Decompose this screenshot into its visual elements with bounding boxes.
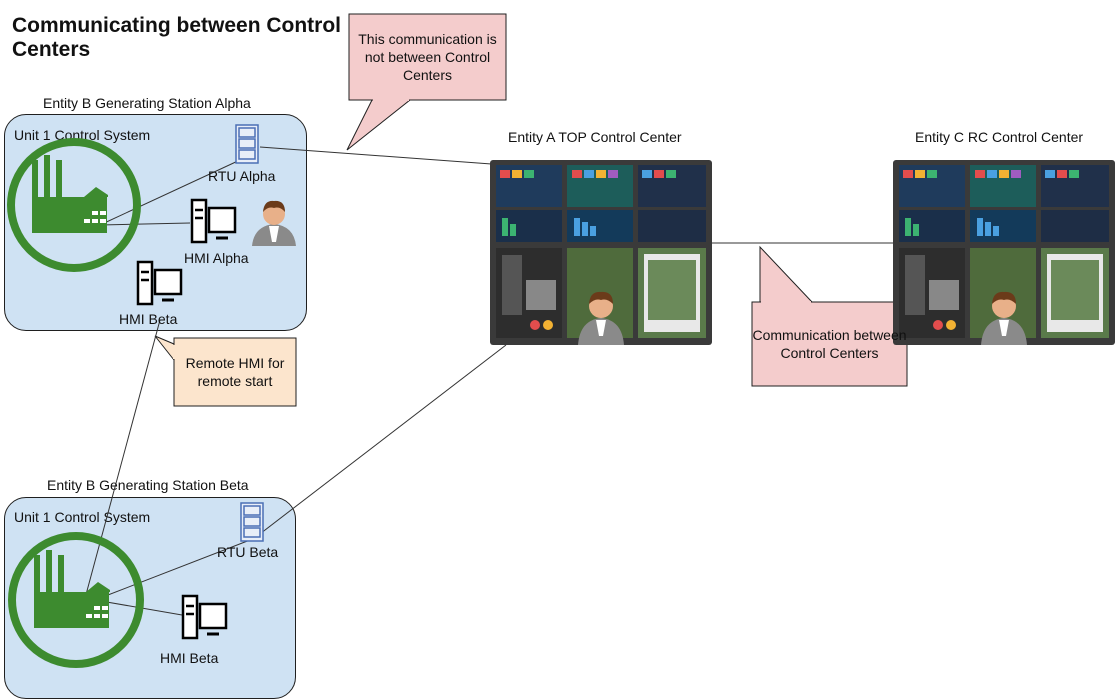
operator-icon — [252, 200, 296, 246]
rtu-server-icon — [240, 502, 264, 542]
callout-between-tail — [759, 245, 814, 303]
factory-icon — [8, 532, 144, 668]
callout-between-box — [751, 301, 908, 387]
rtu-alpha-label: RTU Alpha — [208, 168, 276, 184]
link-factory-rtu-alpha — [99, 159, 241, 226]
link-rtu-beta-factory — [94, 539, 251, 601]
control-center-wall-icon — [490, 160, 712, 345]
control-center-wall-icon — [893, 160, 1115, 345]
hmi-workstation-icon — [190, 198, 237, 244]
callout-not-between-box — [348, 13, 507, 101]
hmi-alpha-label: HMI Alpha — [184, 250, 249, 266]
rc-control-center-label: Entity C RC Control Center — [915, 129, 1084, 145]
callout-not-between-tail — [346, 99, 412, 151]
site-beta-system-label: Unit 1 Control System — [14, 509, 151, 525]
callout-not-between: This communication is not between Contro… — [358, 31, 497, 83]
site-alpha-label: Entity B Generating Station Alpha — [43, 95, 251, 111]
factory-icon — [7, 138, 141, 272]
rtu-server-icon — [235, 124, 259, 164]
link-remote-hmi-beta — [83, 319, 161, 603]
link-top-rtu-beta — [251, 344, 507, 541]
hmi-beta-label: HMI Beta — [160, 650, 219, 666]
site-beta-label: Entity B Generating Station Beta — [47, 477, 249, 493]
hmi-workstation-icon — [181, 594, 228, 640]
callout-remote-hmi: Remote HMI for remote start — [185, 355, 285, 389]
site-alpha-system-label: Unit 1 Control System — [14, 127, 151, 143]
link-factory-hmi-alpha — [99, 222, 191, 226]
rtu-beta-label: RTU Beta — [217, 544, 279, 560]
top-control-center-label: Entity A TOP Control Center — [508, 129, 682, 145]
hmi-beta-remote-label: HMI Beta — [119, 311, 178, 327]
callout-remote-hmi-tail — [154, 335, 175, 362]
link-rtu-alpha-top — [259, 146, 506, 166]
callout-between: Communication between Control Centers — [752, 327, 907, 361]
hmi-workstation-icon — [136, 260, 183, 306]
callout-remote-hmi-box — [173, 337, 297, 407]
page-title: Communicating between Control Centers — [12, 14, 342, 61]
